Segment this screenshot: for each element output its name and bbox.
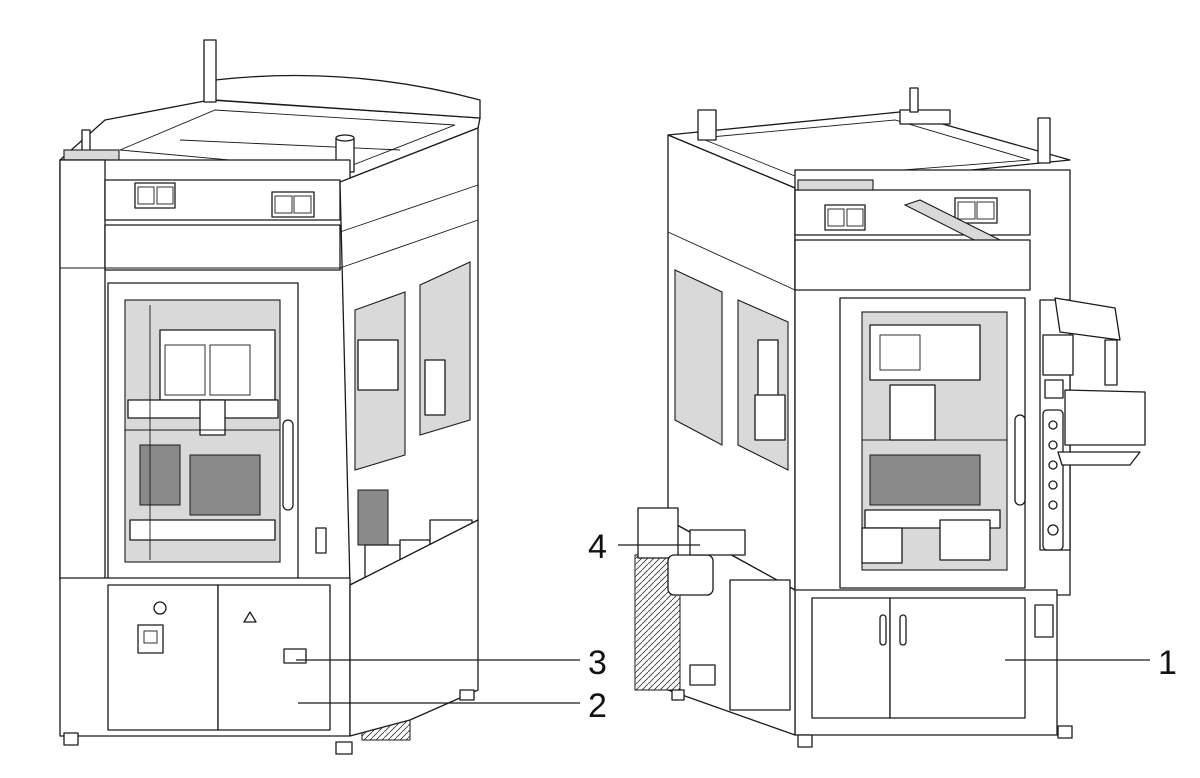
callout-label-4: 4 xyxy=(588,528,607,566)
right-machine-foot xyxy=(1057,725,1073,739)
right-machine xyxy=(634,87,1146,748)
callout-label-3: 3 xyxy=(588,644,607,682)
left-machine-foot xyxy=(335,741,353,755)
warning-triangle-icon xyxy=(243,611,257,623)
callout-leaders xyxy=(296,544,1150,704)
right-machine-side-window-1 xyxy=(674,269,723,446)
right-machine-lock-panel xyxy=(1034,604,1054,638)
right-machine-foot xyxy=(797,734,813,748)
right-machine-monitor xyxy=(1064,389,1146,446)
left-machine-lock-panel xyxy=(137,624,164,654)
right-machine-post-rear xyxy=(697,109,717,141)
right-machine-monitor-arm xyxy=(1054,297,1121,341)
callout-label-2: 2 xyxy=(588,687,607,725)
right-machine-brand-logo xyxy=(797,179,874,191)
right-machine-indicator-panels xyxy=(824,197,998,231)
right-machine-door-handle xyxy=(1014,414,1026,506)
left-machine-post-rear xyxy=(203,39,217,103)
left-machine-indicator-panels xyxy=(134,182,315,218)
left-machine-label-plate xyxy=(283,648,307,664)
left-machine-internal-mechanism xyxy=(125,305,280,560)
left-machine-door-handle xyxy=(282,419,294,511)
right-machine-post-front xyxy=(1037,117,1051,164)
right-machine-control-buttons xyxy=(1047,420,1059,536)
right-machine-button-column xyxy=(1042,409,1064,551)
left-machine-top-rail xyxy=(214,74,481,119)
left-machine-foot xyxy=(63,732,79,746)
right-machine-pump-unit xyxy=(667,554,714,596)
right-machine-internal-mechanism xyxy=(861,324,1007,564)
callout-label-1: 1 xyxy=(1158,644,1177,682)
left-machine xyxy=(59,39,481,755)
